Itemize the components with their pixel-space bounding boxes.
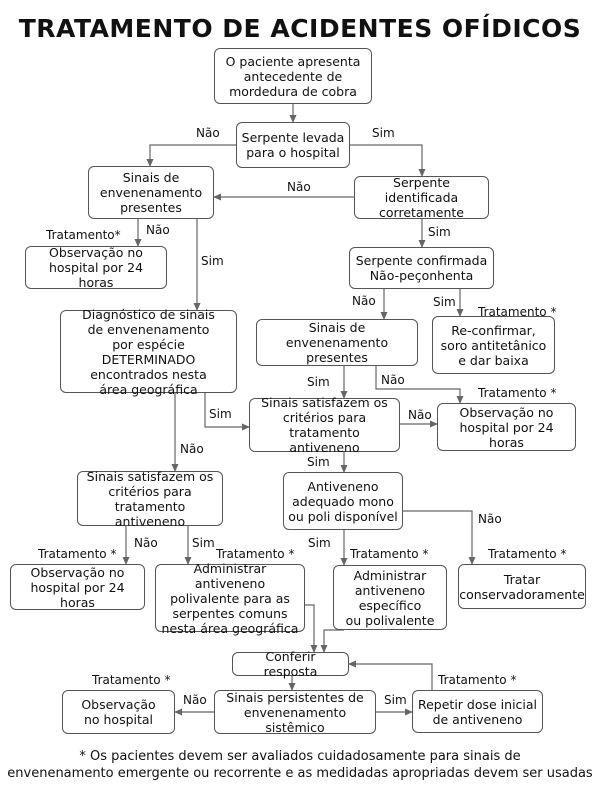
label-no: Não [478,512,502,526]
box-reconfirm-discharge: Re-confirmar, soro antitetânico e dar ba… [432,316,555,374]
box-snake-correctly-identified: Serpente identificada corretamente [354,175,489,220]
box-antivenom-criteria-right: Sinais satisfazem os critérios para trat… [249,395,400,455]
box-persistent-signs: Sinais persistentes de envenenamento sis… [214,690,376,735]
label-no: Não [196,126,220,140]
diagram-title: TRATAMENTO DE ACIDENTES OFÍDICOS [18,14,582,43]
label-yes: Sim [372,126,395,140]
label-treatment: Tratamento * [478,386,557,400]
box-snakebite-history: O paciente apresenta antecedente de mord… [214,48,372,104]
label-no: Não [180,442,204,456]
arrow-b7-b10-yes [204,393,250,431]
label-no: Não [408,408,432,422]
label-treatment: Tratamento * [92,673,171,687]
box-specific-antivenom: Administrar antiveneno específico ou pol… [333,565,447,630]
box-envenomation-signs-present-2: Sinais de envenenamento presentes [256,319,418,366]
box-envenomation-signs-present: Sinais de envenenamento presentes [88,166,214,219]
box-snake-non-venomous: Serpente confirmada Não-peçonhenta [349,247,494,289]
label-treatment: Tratamento * [38,547,117,561]
label-no: Não [146,223,170,237]
box-diagnosis-determined: Diagnóstico de sinais de envenenamento p… [60,307,237,397]
box-observation-24h-left: Observação no hospital por 24 horas [25,245,167,290]
label-yes: Sim [384,693,407,707]
box-antivenom-available: Antiveneno adequado mono ou poli disponí… [283,472,403,530]
box-observation-hospital: Observação no hospital [62,690,175,734]
label-treatment: Tratamento * [216,547,295,561]
arrow-b8-b11-no [375,366,464,404]
label-yes: Sim [201,254,224,268]
label-no: Não [287,180,311,194]
box-polyvalent-antivenom: Administrar antiveneno polivalente para … [155,561,305,636]
arrow-b2-b4-yes [350,144,426,177]
label-no: Não [134,536,158,550]
label-no: Não [352,294,376,308]
box-snake-taken-to-hospital: Serpente levada para o hospital [236,122,350,168]
label-yes: Sim [209,407,232,421]
box-antivenom-criteria-left: Sinais satisfazem os critérios para trat… [77,469,223,529]
label-yes: Sim [308,536,331,550]
box-observation-24h-bottom: Observação no hospital por 24 horas [10,564,145,610]
label-treatment: Tratamento * [478,305,557,319]
label-treatment: Tratamento* [46,228,121,242]
arrow-b16-b18 [320,629,344,653]
arrow-b13-b17-no [403,510,476,565]
label-no: Não [381,373,405,387]
label-treatment: Tratamento * [350,547,429,561]
label-yes: Sim [433,295,456,309]
box-observation-24h-right: Observação no hospital por 24 horas [437,403,576,451]
label-yes: Sim [307,375,330,389]
label-no: Não [183,693,207,707]
box-check-response: Conferir resposta [232,649,349,679]
label-treatment: Tratamento * [488,547,567,561]
arrow-b21-b18 [348,660,433,690]
box-repeat-dose: Repetir dose inicial de antiveneno [412,690,543,733]
label-treatment: Tratamento * [438,673,517,687]
box-treat-conservatively: Tratar conservadoramente [458,564,586,609]
label-yes: Sim [428,225,451,239]
label-yes: Sim [192,536,215,550]
arrow-b2-b3-no [146,144,238,167]
arrow-b15-b18 [305,604,318,653]
label-yes: Sim [307,455,330,469]
footnote: * Os pacientes devem ser avaliados cuida… [7,749,593,781]
